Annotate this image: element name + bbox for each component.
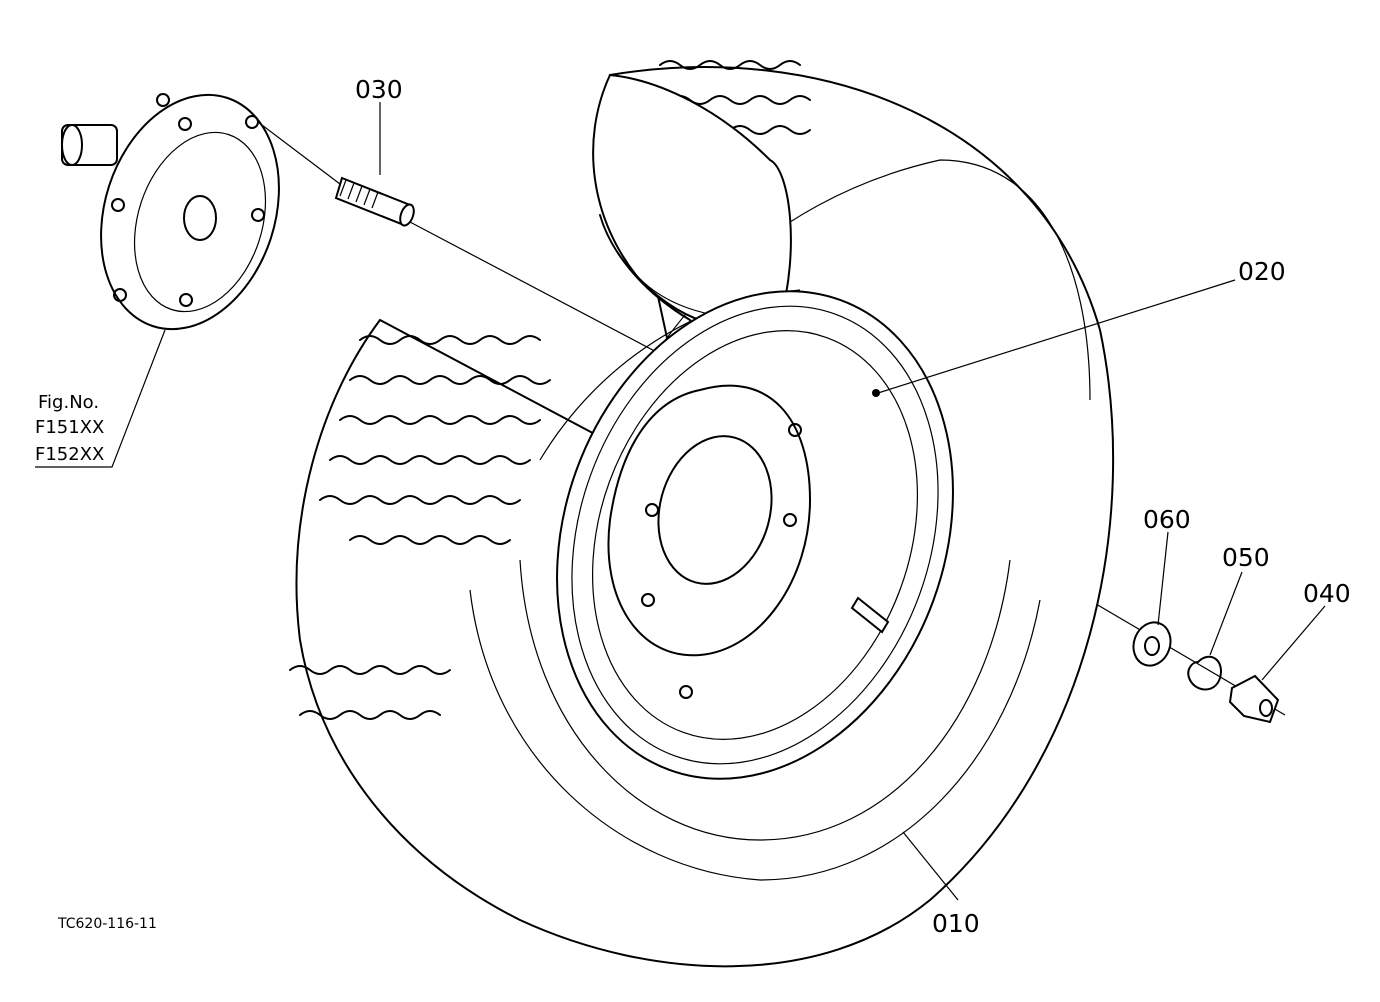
spring-washer <box>1187 655 1222 691</box>
part-label-050: 050 <box>1222 543 1270 572</box>
stud-bolt <box>334 176 415 227</box>
hub-flange <box>61 93 280 331</box>
part-label-060: 060 <box>1143 505 1191 534</box>
drawing-code: TC620-116-11 <box>58 916 157 932</box>
part-label-030: 030 <box>355 75 403 104</box>
nut <box>1228 674 1280 724</box>
washer <box>1132 621 1172 667</box>
fig-ref-2: F152XX <box>35 444 105 465</box>
wheel-rim <box>556 290 954 780</box>
leader-lines <box>35 102 1326 901</box>
fig-ref-title: Fig.No. <box>38 392 100 413</box>
part-label-040: 040 <box>1303 579 1351 608</box>
part-label-010: 010 <box>932 909 980 938</box>
part-label-020: 020 <box>1238 257 1286 286</box>
tread-pattern-left <box>289 335 551 720</box>
fig-ref-1: F151XX <box>35 417 105 438</box>
